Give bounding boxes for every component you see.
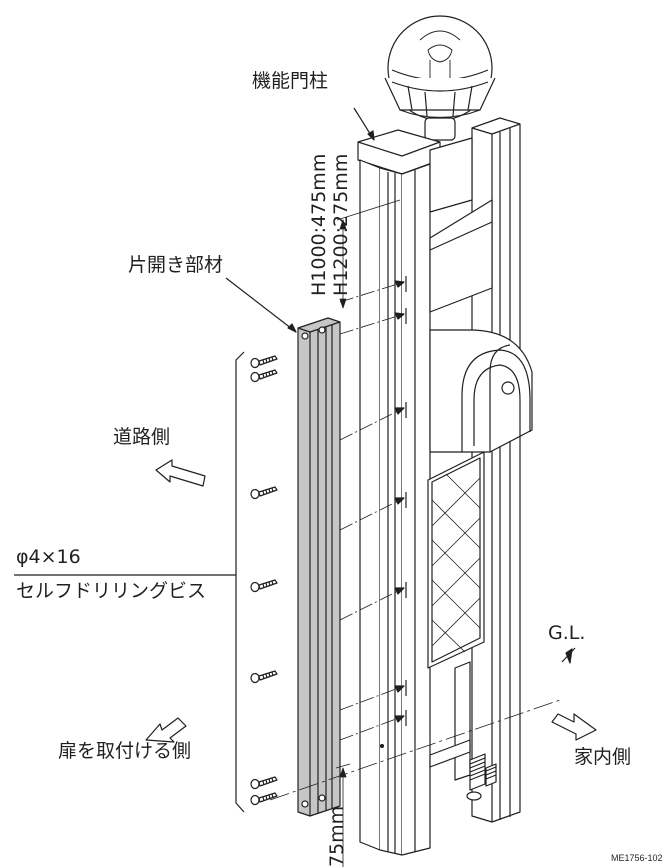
swing-member-bar xyxy=(297,317,341,817)
gate-post xyxy=(357,117,533,856)
screw-hole-markers xyxy=(394,276,407,726)
lamp-globe xyxy=(384,15,496,141)
dimension-bottom xyxy=(335,763,351,867)
house-side-label: 家内側 xyxy=(574,746,632,768)
arrow-door-side xyxy=(145,717,187,743)
screw-set xyxy=(250,355,278,806)
swing-member-label: 片開き部材 xyxy=(128,254,224,276)
road-side-label: 道路側 xyxy=(113,426,171,448)
ground-level-label: G.L. xyxy=(548,622,586,644)
door-side-label: 扉を取付ける側 xyxy=(58,740,192,762)
screw-type-label: セルフドリリングビス xyxy=(16,580,207,602)
dimension-top-label-1: H1000:475mm xyxy=(308,153,330,296)
leader-swing-member xyxy=(225,277,297,333)
dimension-top-label-2: H1200:275mm xyxy=(330,153,352,296)
gate-post-label: 機能門柱 xyxy=(252,70,329,92)
ground-level-marker xyxy=(561,647,576,664)
screw-spec-label: φ4×16 xyxy=(16,546,81,568)
arrow-road-side xyxy=(155,459,206,487)
arrow-house-side xyxy=(551,713,597,741)
dimension-top xyxy=(336,199,401,309)
screw-bracket xyxy=(235,351,245,813)
figure-code: ME1756-102 xyxy=(611,853,663,863)
assembly-guide-lines xyxy=(269,281,561,801)
dimension-bottom-label: 75mm xyxy=(326,805,348,867)
